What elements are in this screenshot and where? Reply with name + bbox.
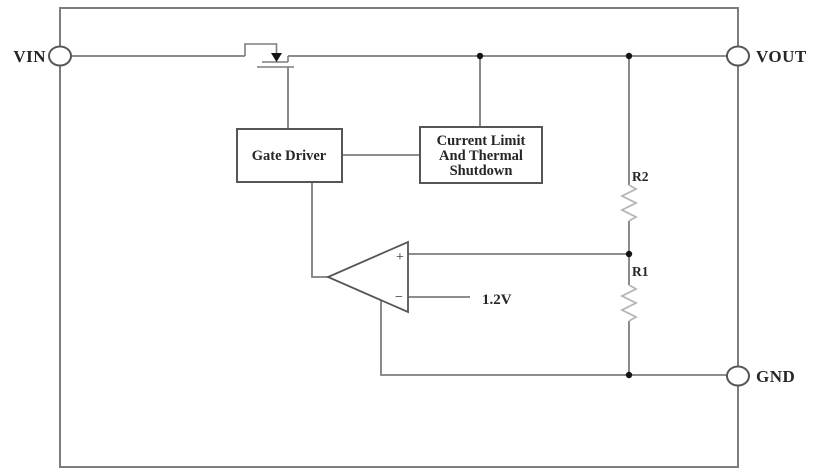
junction-dot-vout-tap xyxy=(625,52,633,60)
label-gate-driver: Gate Driver xyxy=(252,148,327,164)
label-vout: VOUT xyxy=(756,47,807,66)
diagram-border xyxy=(59,7,739,468)
label-current-limit-line1: Current Limit xyxy=(437,133,526,149)
resistor-group xyxy=(619,184,639,322)
resistor-r2-zigzag xyxy=(619,184,639,222)
resistor-r1-zigzag xyxy=(619,284,639,322)
label-vin: VIN xyxy=(13,47,46,66)
error-amplifier xyxy=(325,240,409,314)
junction-dot-current-limit-tap xyxy=(476,52,484,60)
label-r2: R2 xyxy=(632,169,649,184)
gate-driver-block xyxy=(236,128,343,183)
junction-dots xyxy=(476,52,633,379)
wire-group xyxy=(70,55,728,376)
junction-dot-feedback-tap xyxy=(625,250,633,258)
mosfet-arrow-icon xyxy=(271,53,282,62)
terminal-vout-circle xyxy=(726,45,750,67)
label-opamp-plus: + xyxy=(396,250,404,265)
terminal-gnd-circle xyxy=(726,365,750,387)
terminal-vin-circle xyxy=(48,45,72,67)
label-r1: R1 xyxy=(632,264,649,279)
pass-transistor-pmos xyxy=(244,43,294,68)
wire-amp-output-to-gatedriver xyxy=(311,182,328,278)
labels: VIN VOUT GND Gate Driver Current Limit A… xyxy=(13,47,807,386)
current-limit-block xyxy=(419,126,543,184)
label-reference-voltage: 1.2V xyxy=(482,292,512,308)
mosfet-source-loop xyxy=(244,43,278,56)
terminal-circles xyxy=(48,45,750,387)
junction-dot-ground-tap xyxy=(625,371,633,379)
label-gnd: GND xyxy=(756,367,795,386)
label-current-limit-line3: Shutdown xyxy=(450,163,513,179)
label-current-limit-line2: And Thermal xyxy=(439,148,523,164)
label-opamp-minus: − xyxy=(395,290,403,305)
wire-ground-rail xyxy=(380,299,728,376)
